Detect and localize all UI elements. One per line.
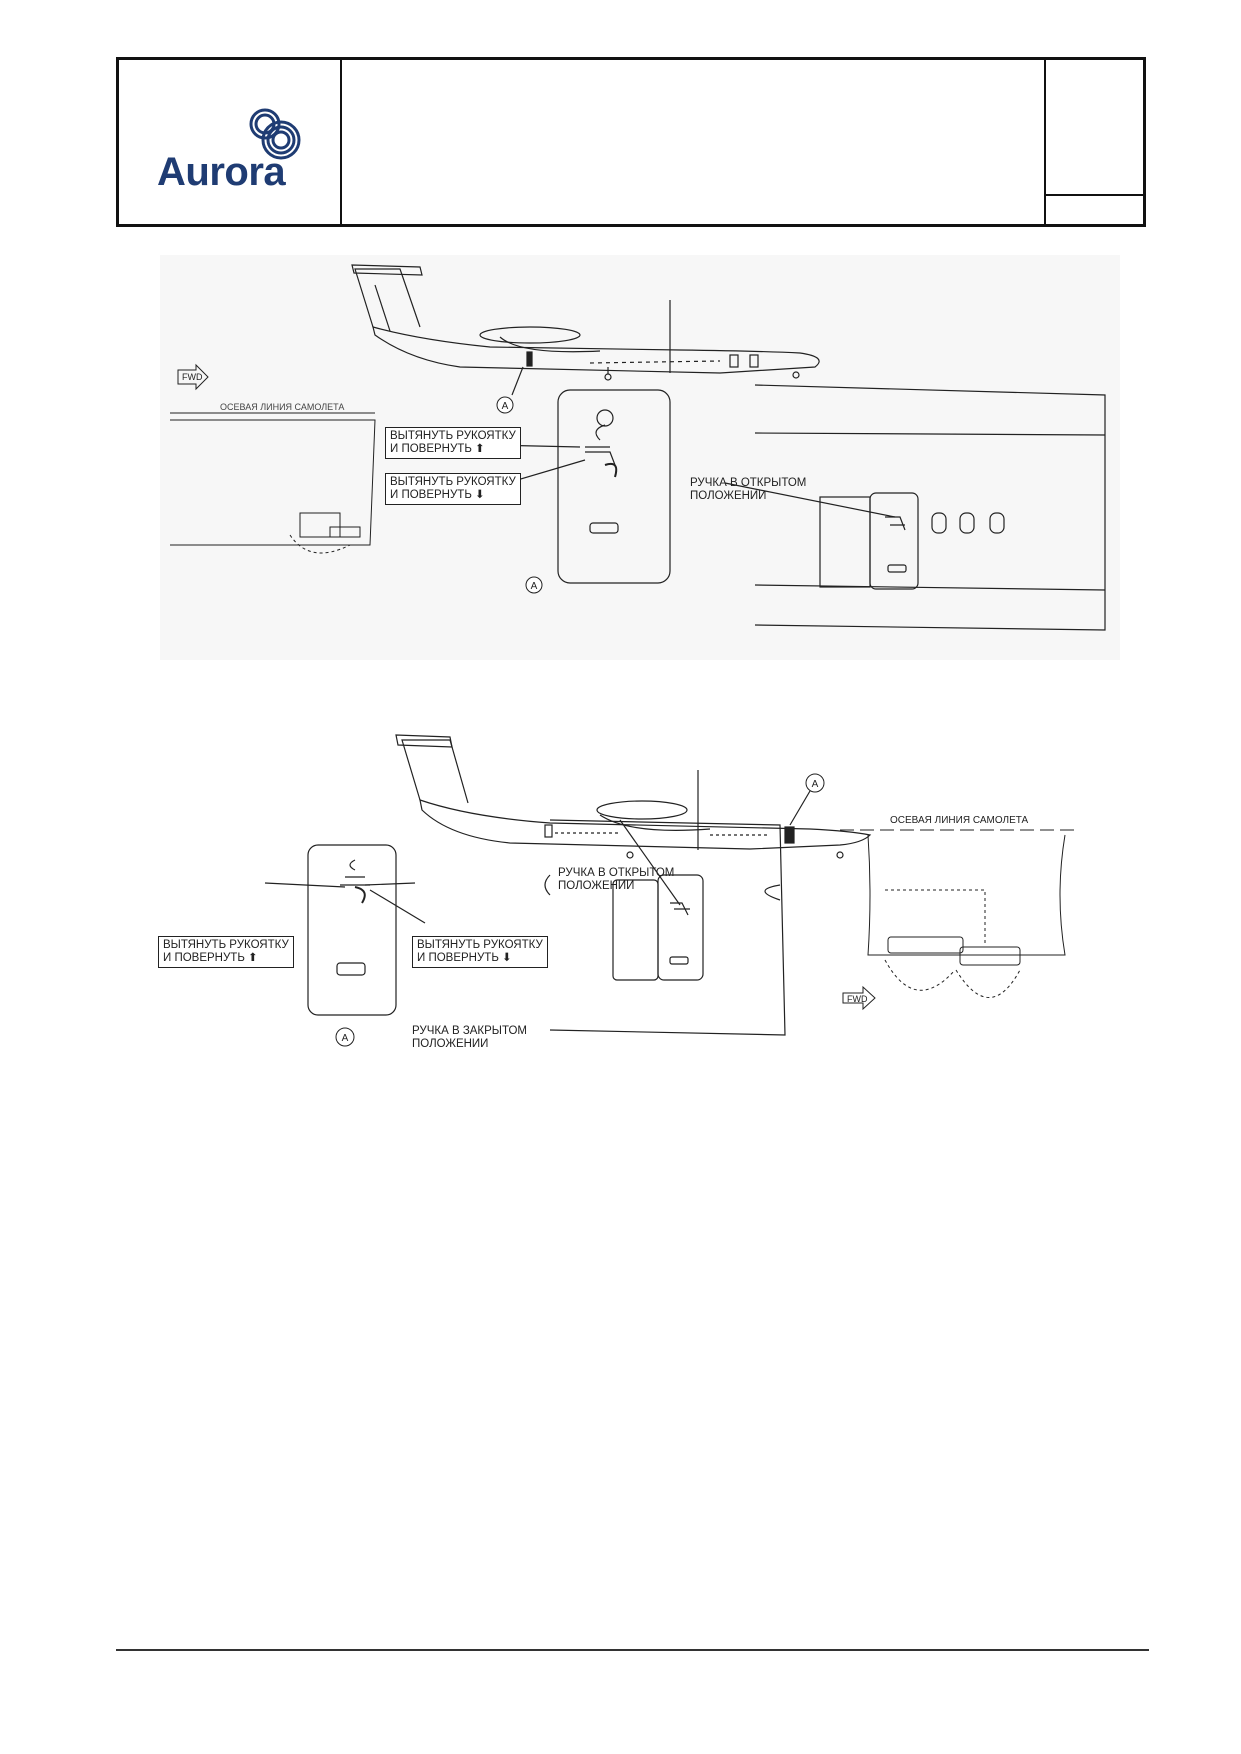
fwd-label: FWD xyxy=(182,372,203,382)
figure-rear-door-drawing: A FWD ОСЕВАЯ ЛИНИЯ САМОЛЕТА A xyxy=(160,255,1120,660)
pull-handle-down-label-top: ВЫТЯНУТЬ РУКОЯТКУ И ПОВЕРНУТЬ ⬇ xyxy=(385,473,521,505)
detail-a-callout-circle-bottom xyxy=(335,1027,355,1047)
logo-cell: Aurora xyxy=(119,60,342,224)
fwd-arrow-icon xyxy=(177,363,209,391)
detail-a-callout-circle xyxy=(525,576,543,594)
detail-a-callout-label: A xyxy=(531,581,538,592)
callout-a-label: A xyxy=(502,401,509,412)
figure-forward-door: A A xyxy=(150,725,1110,1135)
handle-closed-line2-bottom: ПОЛОЖЕНИИ xyxy=(412,1038,489,1050)
figure-forward-door-drawing: A A xyxy=(264,734,1075,1047)
handle-open-line1-bottom: РУЧКА В ОТКРЫТОМ xyxy=(558,867,675,879)
pull-handle-down-label-bottom: ВЫТЯНУТЬ РУКОЯТКУ И ПОВЕРНУТЬ ⬇ xyxy=(412,936,548,968)
document-header: Aurora xyxy=(116,57,1146,227)
centerline-label-bottom: ОСЕВАЯ ЛИНИЯ САМОЛЕТА xyxy=(890,815,1029,826)
doc-info-divider xyxy=(1044,194,1143,196)
pull-handle-up-label-bottom: ВЫТЯНУТЬ РУКОЯТКУ И ПОВЕРНУТЬ ⬆ xyxy=(158,936,294,968)
handle-closed-label-bottom: РУЧКА В ЗАКРЫТОМ ПОЛОЖЕНИИ xyxy=(412,1025,527,1051)
door-side-view-top xyxy=(724,384,1106,631)
aircraft-side-view-top xyxy=(351,264,820,396)
callout-a-circle xyxy=(496,396,514,414)
pull-up-line2: И ПОВЕРНУТЬ ⬆ xyxy=(390,443,485,455)
detail-a-panel-bottom xyxy=(264,844,426,1016)
title-cell xyxy=(340,60,1046,224)
logo-wordmark: Aurora xyxy=(157,150,286,194)
top-view-right-bottom xyxy=(840,829,1075,1011)
top-view-left xyxy=(170,363,376,554)
pull-down-line2: И ПОВЕРНУТЬ ⬇ xyxy=(390,489,485,501)
callout-a-circle-bottom xyxy=(805,773,825,793)
pull-down-line1: ВЫТЯНУТЬ РУКОЯТКУ xyxy=(390,476,516,488)
fwd-arrow-icon-bottom xyxy=(842,985,876,1011)
handle-open-line2: ПОЛОЖЕНИИ xyxy=(690,490,767,502)
detail-a-callout-label-bottom: A xyxy=(342,1033,349,1044)
handle-open-line1: РУЧКА В ОТКРЫТОМ xyxy=(690,477,807,489)
door-side-view-bottom xyxy=(544,819,786,1036)
footer-rule xyxy=(116,1649,1149,1651)
fwd-label-bottom: FWD xyxy=(847,994,868,1004)
pull-down-line2-bottom: И ПОВЕРНУТЬ ⬇ xyxy=(417,952,512,964)
aircraft-side-view-bottom xyxy=(395,734,872,859)
pull-down-line1-bottom: ВЫТЯНУТЬ РУКОЯТКУ xyxy=(417,939,543,951)
figure-rear-door: A FWD ОСЕВАЯ ЛИНИЯ САМОЛЕТА A xyxy=(160,255,1120,675)
handle-open-line2-bottom: ПОЛОЖЕНИИ xyxy=(558,880,635,892)
pull-up-line2-bottom: И ПОВЕРНУТЬ ⬆ xyxy=(163,952,258,964)
pull-handle-up-label-top: ВЫТЯНУТЬ РУКОЯТКУ И ПОВЕРНУТЬ ⬆ xyxy=(385,427,521,459)
doc-info-cell xyxy=(1044,60,1143,224)
pull-up-line1-bottom: ВЫТЯНУТЬ РУКОЯТКУ xyxy=(163,939,289,951)
handle-open-label-top: РУЧКА В ОТКРЫТОМ ПОЛОЖЕНИИ xyxy=(690,477,806,503)
callout-a-label-bottom: A xyxy=(812,779,819,790)
centerline-label: ОСЕВАЯ ЛИНИЯ САМОЛЕТА xyxy=(220,402,344,412)
handle-closed-line1-bottom: РУЧКА В ЗАКРЫТОМ xyxy=(412,1025,528,1037)
aurora-logo-icon xyxy=(249,108,301,160)
handle-open-label-bottom: РУЧКА В ОТКРЫТОМ ПОЛОЖЕНИИ xyxy=(558,867,674,893)
pull-up-line1: ВЫТЯНУТЬ РУКОЯТКУ xyxy=(390,430,516,442)
